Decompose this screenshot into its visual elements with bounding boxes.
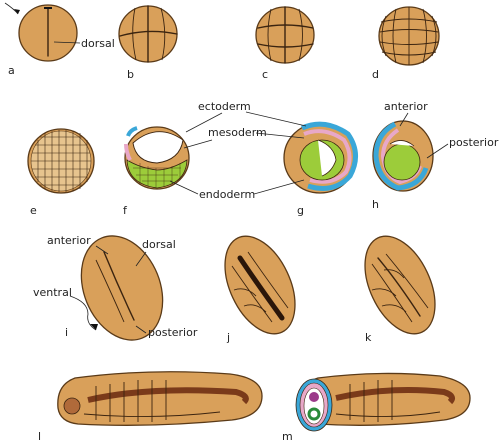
label-posterior-h: posterior (449, 136, 499, 149)
label-ectoderm: ectoderm (198, 100, 251, 113)
panel-label-i: i (65, 326, 68, 339)
stage-b: b (118, 5, 178, 81)
panel-label-f: f (123, 204, 128, 217)
stage-k: k (364, 235, 436, 344)
stage-e: e (27, 128, 95, 217)
stage-m: m (282, 372, 471, 443)
panel-label-d: d (372, 68, 379, 81)
panel-label-b: b (127, 68, 134, 81)
panel-label-k: k (365, 331, 372, 344)
panel-label-m: m (282, 430, 293, 443)
label-dorsal-a: dorsal (81, 37, 115, 50)
stage-a: dorsal a (4, 2, 115, 77)
panel-label-g: g (297, 204, 304, 217)
label-endoderm: endoderm (199, 188, 255, 201)
label-mesoderm: mesoderm (208, 126, 267, 139)
stage-h: h (372, 120, 434, 211)
panel-label-e: e (30, 204, 37, 217)
stage-g: g (283, 121, 358, 217)
stage-j: j (224, 235, 296, 344)
label-anterior-h: anterior (384, 100, 428, 113)
label-posterior-i: posterior (148, 326, 198, 339)
stage-l: l (38, 371, 263, 443)
stage-f: f (123, 126, 190, 217)
label-ventral-i: ventral (33, 286, 72, 299)
panel-label-l: l (38, 430, 41, 443)
stage-d: d (372, 6, 440, 81)
panel-label-h: h (372, 198, 379, 211)
panel-label-c: c (262, 68, 268, 81)
stage-i: anterior dorsal ventral posterior i (33, 234, 198, 341)
stage-c: c (255, 6, 315, 81)
panel-label-j: j (226, 331, 230, 344)
panel-label-a: a (8, 64, 15, 77)
label-dorsal-i: dorsal (142, 238, 176, 251)
label-anterior-i: anterior (47, 234, 91, 247)
